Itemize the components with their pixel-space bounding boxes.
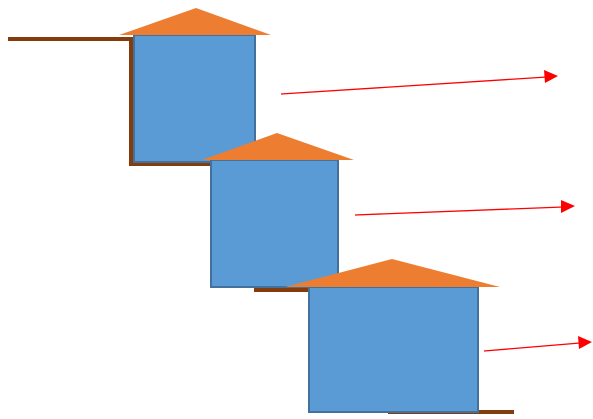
- arrow-1: [280, 70, 558, 95]
- house-wall: [308, 286, 479, 413]
- arrowhead: [578, 336, 592, 349]
- house-wall: [210, 159, 339, 288]
- house-wall: [133, 34, 256, 163]
- arrow-2: [354, 200, 575, 216]
- house-1: [119, 8, 271, 163]
- house-roof: [202, 133, 354, 160]
- house-3: [285, 259, 500, 413]
- house-roof: [285, 259, 500, 287]
- house-2: [202, 133, 354, 288]
- ground-step-line: [8, 37, 210, 166]
- arrowhead: [561, 200, 575, 213]
- arrow-shaft: [354, 206, 564, 216]
- house-roof: [119, 8, 271, 35]
- arrowhead: [544, 70, 558, 83]
- arrow-3: [483, 336, 592, 352]
- arrow-shaft: [280, 76, 548, 95]
- arrow-shaft: [483, 342, 581, 352]
